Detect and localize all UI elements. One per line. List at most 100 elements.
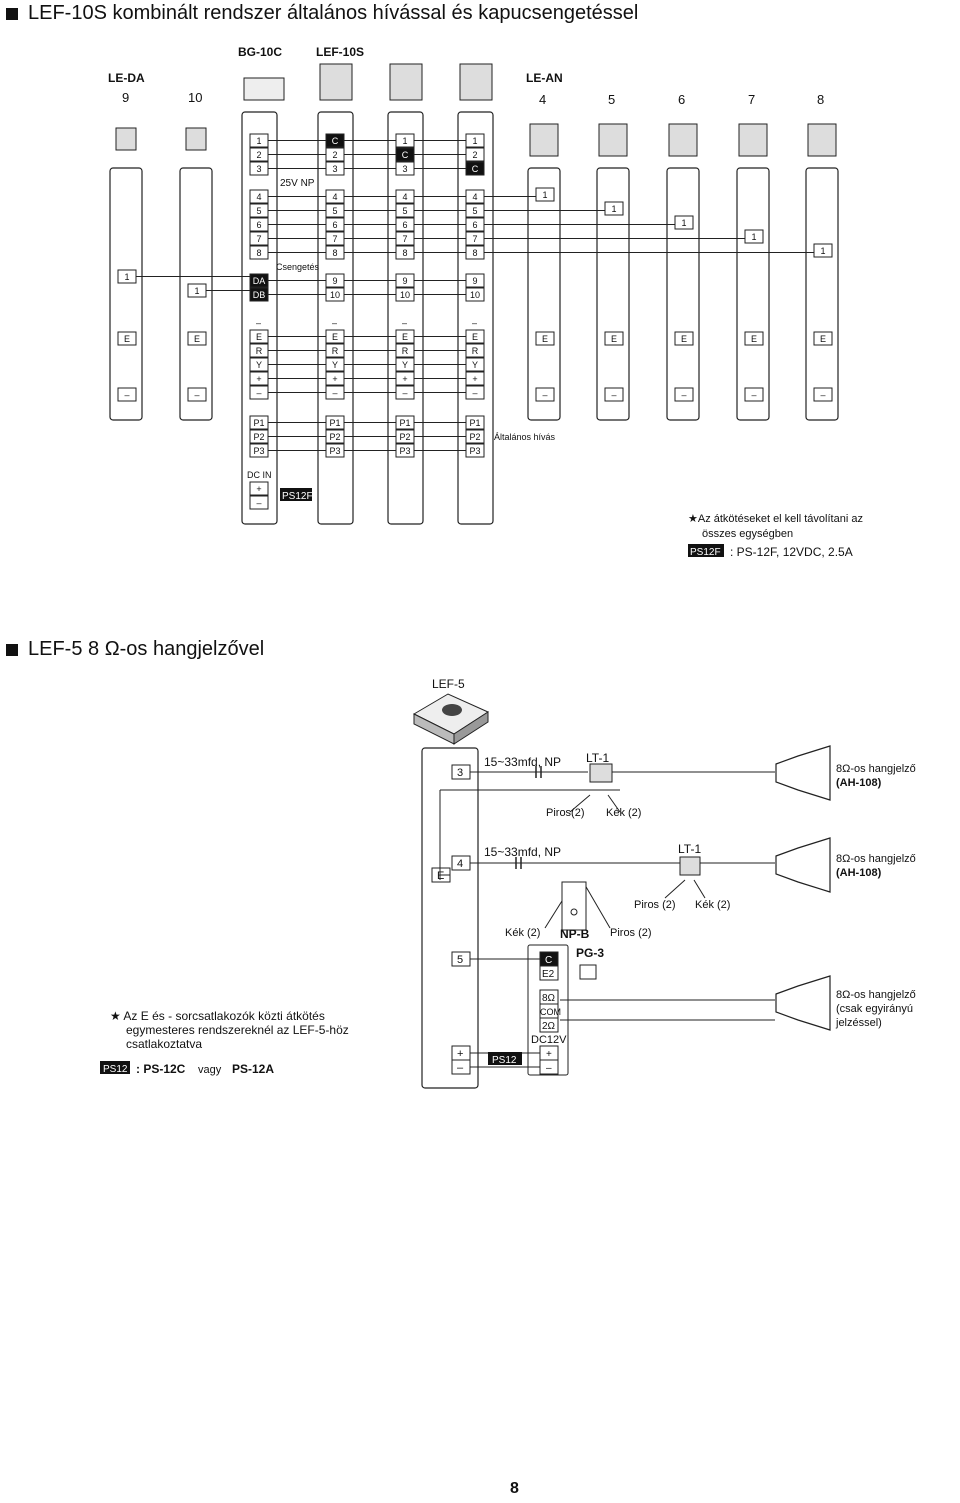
lef10s-1-terminal-2: 2 [332,150,337,160]
station-2-terminal-minus-box [535,387,555,402]
section2-heading: LEF-5 8 Ω-os hangjelzővel [6,638,264,661]
power-terminal-block [527,944,569,1076]
lef10s-1-terminal-6: 6 [332,220,337,230]
terminal-plus-label: + [457,1048,463,1060]
lef10s-2-terminal-8: 8 [402,248,407,258]
section1-wires [136,140,814,451]
pg3-label: PG-3 [576,946,604,960]
dcin-label: DC IN [247,470,272,480]
station-4-terminal-minus: – [681,390,686,400]
horn-speaker-icon [775,837,831,893]
npb-plate-icon [561,881,587,931]
power-2-terminal-3: + [402,374,407,384]
leda-label: LE-DA [108,71,145,85]
bg10c-terminal-8: 8 [256,248,261,258]
terminal-e2-label: E2 [542,969,555,980]
power-2-terminal-4: – [402,388,407,398]
lef10s-2-terminal-1: 1 [402,136,407,146]
dc-plus-label: + [546,1049,552,1060]
lef10s-2-terminal-6: 6 [402,220,407,230]
dcin-plus-box [249,481,269,496]
terminal-e-label: E [437,870,444,882]
section1-heading: LEF-10S kombinált rendszer általános hív… [6,2,638,25]
power-2-terminal-1: R [402,346,409,356]
lef10s-3-terminal-c: C [472,164,479,174]
lean-device-icon [529,123,559,157]
npb-label: NP-B [560,927,590,941]
lef10s-3-terminal-10: 10 [470,290,480,300]
station-2-terminal-minus: – [542,390,547,400]
piros-label-3: Piros (2) [610,927,652,939]
station-0-terminal-minus: – [124,390,129,400]
lef10s-2-terminal-7: 7 [402,234,407,244]
power-1-terminal-3: + [332,374,337,384]
speaker3-label: 8Ω-os hangjelző [836,989,916,1001]
lean-number-8: 8 [817,92,824,107]
p-1-terminal-p3: P3 [329,446,340,456]
piros-label-2: Piros (2) [634,899,676,911]
lean-station-6-terminal-1-box [674,215,694,230]
lean-number-6: 6 [678,92,685,107]
power-0-terminal-2: Y [256,360,262,370]
station-4-terminal-minus-box [674,387,694,402]
lt1-label-1: LT-1 [586,751,609,765]
lean-number-7: 7 [748,92,755,107]
section1-terminals: 12345678DADBC23456789101C34567891012C456… [117,133,833,510]
terminal-minus-label: – [457,1062,464,1074]
ps12f-tag: PS12F [282,491,313,502]
bg10c-panel [241,111,278,525]
lef10s-3-terminal-5: 5 [472,206,477,216]
terminal-2ohm-label: 2Ω [542,1021,556,1032]
kek-label-2: Kék (2) [695,899,730,911]
speaker1-label: 8Ω-os hangjelző [836,763,916,775]
leda-9-terminal-1: 1 [124,272,129,282]
lef10s-2-terminal-c: C [402,150,409,160]
power-3-terminal-3: + [472,374,477,384]
bg10c-terminal-db: DB [253,290,266,300]
section2-wires [439,771,775,1068]
bg10c-label: BG-10C [238,45,282,59]
station-4-terminal-e: E [681,334,687,344]
station-6-terminal-minus: – [820,390,825,400]
ps12-tag-box-note [100,1061,130,1074]
horn-speaker-icon [775,975,831,1031]
csengetes-label: Csengetés [276,262,320,272]
terminal-5-label: 5 [457,954,463,966]
minus-sign: – [472,318,477,328]
leda-10-terminal-1: 1 [194,286,199,296]
lef10s-1-terminal-4: 4 [332,192,337,202]
power-1-terminal-0: E [332,332,338,342]
lean-station-7-terminal-1-box [744,229,764,244]
dcin-plus: + [256,484,261,494]
bullet-square-icon [6,7,18,20]
ps12-tag: PS12 [492,1055,517,1066]
lt1-transformer-icon [589,763,613,783]
lef10s-device-icon [319,63,353,101]
leda-panel-10 [179,167,213,421]
note2-line2: egymesteres rendszereknél az LEF-5-höz [126,1023,349,1037]
dcin-minus: – [256,498,261,508]
lef10s-1-terminal-10: 10 [330,290,340,300]
station-5-terminal-e: E [751,334,757,344]
minus-sign: – [256,318,261,328]
terminal-3-label: 3 [457,767,463,779]
piros-label-1: Piros(2) [546,807,585,819]
lean-device-icon [598,123,628,157]
lef10s-3-terminal-9: 9 [472,276,477,286]
dcin-minus-box [249,495,269,510]
station-6-terminal-minus-box [813,387,833,402]
ps-tag-box [688,544,724,557]
station-2-terminal-e: E [542,334,548,344]
minus-sign: – [332,318,337,328]
lef10s-1-terminal-7: 7 [332,234,337,244]
lean-station-8-terminal-1-box [813,243,833,258]
np25v-label: 25V NP [280,178,315,189]
station-3-terminal-e: E [611,334,617,344]
p-3-terminal-p2: P2 [469,432,480,442]
lef5-label: LEF-5 [432,677,465,691]
note1-line2: összes egységben [702,528,793,540]
capacitor-label-1: 15~33mfd, NP [484,755,561,769]
bg10c-terminal-da: DA [253,276,266,286]
terminal-8ohm-label: 8Ω [542,993,556,1004]
kek-label-3: Kék (2) [505,927,540,939]
